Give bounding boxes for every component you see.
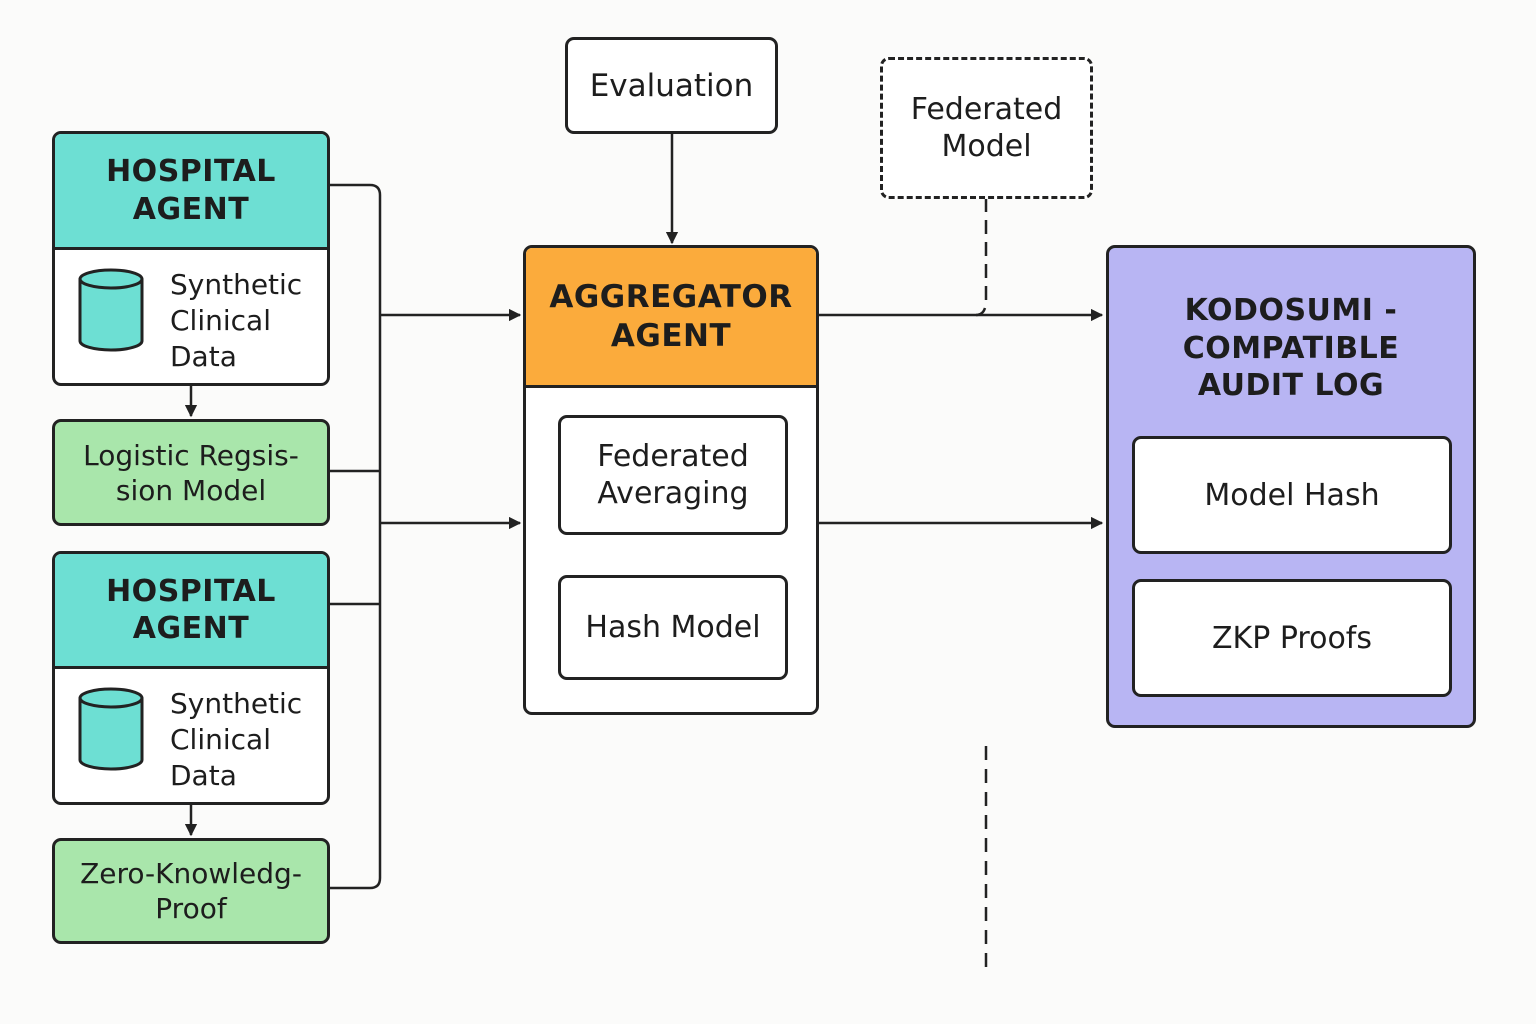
- hospital-agent-2-title: HOSPITAL AGENT: [55, 554, 327, 669]
- kodosumi-audit-log[interactable]: KODOSUMI - COMPATIBLE AUDIT LOG Model Ha…: [1106, 245, 1476, 728]
- evaluation-box[interactable]: Evaluation: [565, 37, 778, 134]
- federated-model-box[interactable]: Federated Model: [880, 57, 1093, 199]
- hospital-agent-1[interactable]: HOSPITAL AGENT Synthetic Clinical Data: [52, 131, 330, 386]
- hospital-agent-1-title: HOSPITAL AGENT: [55, 134, 327, 250]
- hospital-agent-2-data-label: Synthetic Clinical Data: [170, 687, 303, 792]
- logistic-regression-model-box[interactable]: Logistic Regsis- sion Model: [52, 419, 330, 526]
- federated-averaging-step[interactable]: Federated Averaging: [558, 415, 788, 535]
- model-hash-item[interactable]: Model Hash: [1132, 436, 1452, 554]
- zero-knowledge-proof-box[interactable]: Zero-Knowledg- Proof: [52, 838, 330, 944]
- dashed-federated-model-link: [975, 198, 988, 317]
- hospital-agent-2[interactable]: HOSPITAL AGENT Synthetic Clinical Data: [52, 551, 330, 805]
- aggregator-agent[interactable]: AGGREGATOR AGENT Federated Averaging Has…: [523, 245, 819, 715]
- hash-model-step[interactable]: Hash Model: [558, 575, 788, 680]
- hospital-agent-1-data-label: Synthetic Clinical Data: [170, 268, 303, 373]
- aggregator-agent-title: AGGREGATOR AGENT: [526, 248, 816, 388]
- database-cylinder-icon: [78, 268, 144, 352]
- connector-hospital1-bus: [330, 183, 382, 890]
- database-cylinder-icon: [78, 687, 144, 771]
- audit-log-title: KODOSUMI - COMPATIBLE AUDIT LOG: [1182, 293, 1400, 404]
- zkp-proofs-item[interactable]: ZKP Proofs: [1132, 579, 1452, 697]
